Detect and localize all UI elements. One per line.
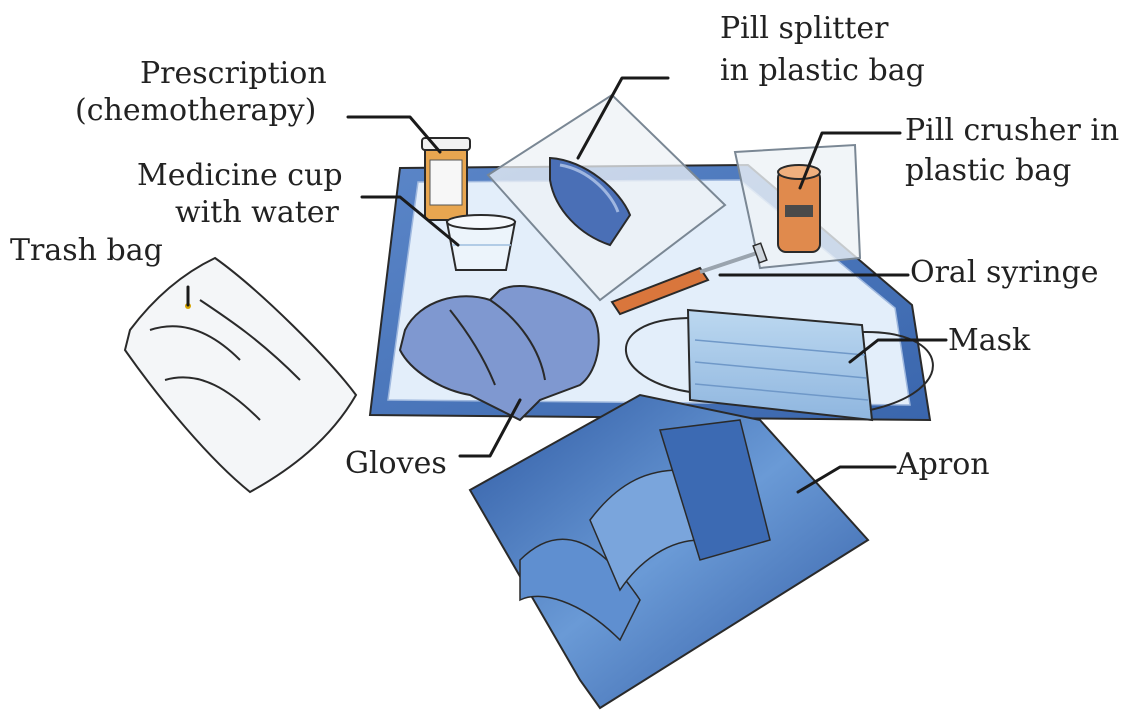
label-prescription-line1: Prescription — [140, 56, 327, 91]
label-medicine-cup-line1: Medicine cup — [137, 158, 343, 193]
label-medicine-cup-line2: with water — [175, 195, 340, 230]
label-pill-crusher-line2: plastic bag — [905, 153, 1071, 188]
label-pill-splitter-line1: Pill splitter — [720, 11, 889, 46]
label-mask: Mask — [948, 323, 1031, 358]
label-trash-bag: Trash bag — [10, 233, 163, 268]
label-prescription-line2: (chemotherapy) — [75, 93, 316, 128]
label-gloves: Gloves — [345, 446, 447, 481]
apron — [470, 395, 868, 708]
label-oral-syringe: Oral syringe — [910, 255, 1099, 290]
label-apron: Apron — [896, 447, 990, 482]
label-pill-crusher-line1: Pill crusher in — [905, 113, 1119, 148]
trash-bag — [125, 258, 356, 492]
label-pill-splitter-line2: in plastic bag — [720, 53, 925, 88]
prescription-bottle — [422, 138, 470, 220]
